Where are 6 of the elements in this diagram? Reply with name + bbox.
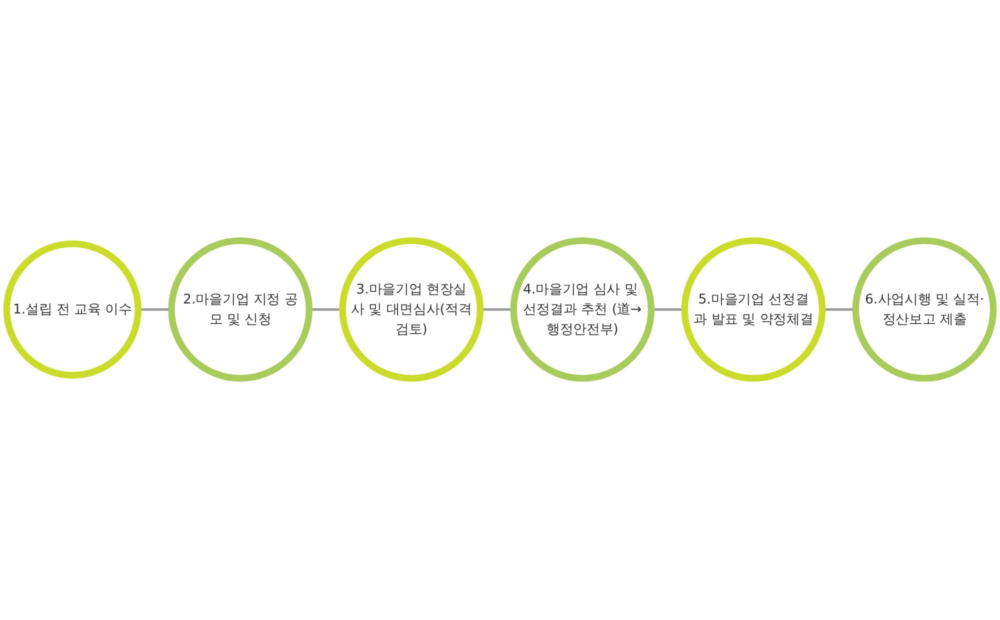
node-circle: 2.마을기업 지정 공모 및 신청	[168, 238, 312, 382]
node-circle: 3.마을기업 현장실사 및 대면심사(적격검토)	[339, 238, 484, 382]
node-circle: 5.마을기업 선정결과 발표 및 약정체결	[681, 238, 826, 382]
node-circle: 6.사업시행 및 실적·정산보고 제출	[852, 238, 997, 382]
node-circle: 1.설립 전 교육 이수	[3, 240, 142, 380]
node-circle: 4.마을기업 심사 및 선정결과 추천 (道→행정안전부)	[510, 238, 655, 382]
